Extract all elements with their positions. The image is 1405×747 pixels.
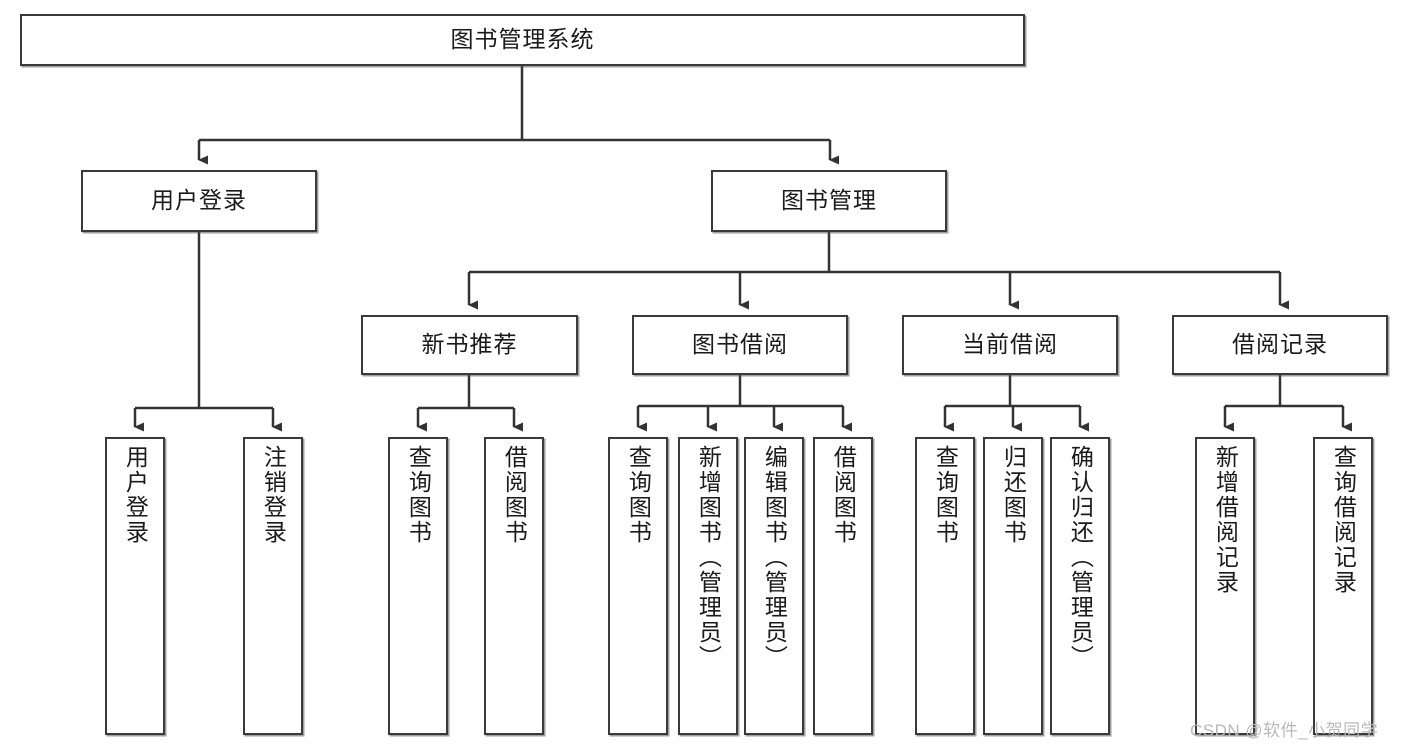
node-leaf-borrow-borrow-book-label: 借阅图书 (830, 445, 857, 545)
node-leaf-borrow-borrow-book[interactable]: 借阅图书 (813, 437, 873, 735)
node-root-label: 图书管理系统 (450, 26, 595, 53)
node-leaf-user-login-label: 用户登录 (122, 445, 149, 545)
node-root[interactable]: 图书管理系统 (20, 14, 1025, 66)
node-leaf-user-logout-label: 注销登录 (260, 445, 287, 545)
node-leaf-borrow-query-book-label: 查询图书 (625, 445, 652, 545)
node-user-login-label: 用户登录 (151, 187, 247, 214)
node-leaf-recommend-query-book-label: 查询图书 (405, 445, 432, 545)
node-leaf-borrow-add-book[interactable]: 新增图书（管理员） (678, 437, 738, 735)
csdn-watermark: CSDN @软件_小贺同学 (1190, 721, 1379, 740)
node-leaf-current-return-book[interactable]: 归还图书 (983, 437, 1043, 735)
node-user-login[interactable]: 用户登录 (81, 170, 317, 232)
node-new-book-recommend-label: 新书推荐 (421, 331, 518, 358)
node-book-borrow[interactable]: 图书借阅 (632, 315, 848, 375)
node-leaf-user-login[interactable]: 用户登录 (105, 437, 165, 735)
node-leaf-borrow-add-book-label: 新增图书（管理员） (695, 445, 722, 670)
node-leaf-current-query-book-label: 查询图书 (932, 445, 959, 545)
node-new-book-recommend[interactable]: 新书推荐 (361, 315, 578, 375)
node-leaf-records-query-record-label: 查询借阅记录 (1330, 445, 1357, 595)
node-leaf-borrow-edit-book[interactable]: 编辑图书（管理员） (744, 437, 804, 735)
node-book-management[interactable]: 图书管理 (711, 170, 947, 232)
node-current-borrow-label: 当前借阅 (962, 331, 1058, 358)
node-borrow-records[interactable]: 借阅记录 (1172, 315, 1388, 375)
node-leaf-current-return-book-label: 归还图书 (1000, 445, 1027, 545)
node-leaf-borrow-edit-book-label: 编辑图书（管理员） (761, 445, 788, 670)
node-leaf-user-logout[interactable]: 注销登录 (243, 437, 303, 735)
node-book-borrow-label: 图书借阅 (692, 331, 788, 358)
node-leaf-recommend-borrow-book[interactable]: 借阅图书 (484, 437, 544, 735)
node-leaf-records-query-record[interactable]: 查询借阅记录 (1313, 437, 1373, 735)
node-leaf-recommend-borrow-book-label: 借阅图书 (501, 445, 528, 545)
node-leaf-current-confirm-return[interactable]: 确认归还（管理员） (1050, 437, 1110, 735)
node-leaf-current-query-book[interactable]: 查询图书 (915, 437, 975, 735)
node-leaf-current-confirm-return-label: 确认归还（管理员） (1067, 445, 1094, 670)
node-book-management-label: 图书管理 (781, 187, 877, 214)
node-borrow-records-label: 借阅记录 (1232, 331, 1328, 358)
node-current-borrow[interactable]: 当前借阅 (902, 315, 1118, 375)
node-leaf-records-add-record-label: 新增借阅记录 (1212, 445, 1239, 595)
node-leaf-records-add-record[interactable]: 新增借阅记录 (1195, 437, 1255, 735)
node-leaf-borrow-query-book[interactable]: 查询图书 (608, 437, 668, 735)
node-leaf-recommend-query-book[interactable]: 查询图书 (388, 437, 448, 735)
